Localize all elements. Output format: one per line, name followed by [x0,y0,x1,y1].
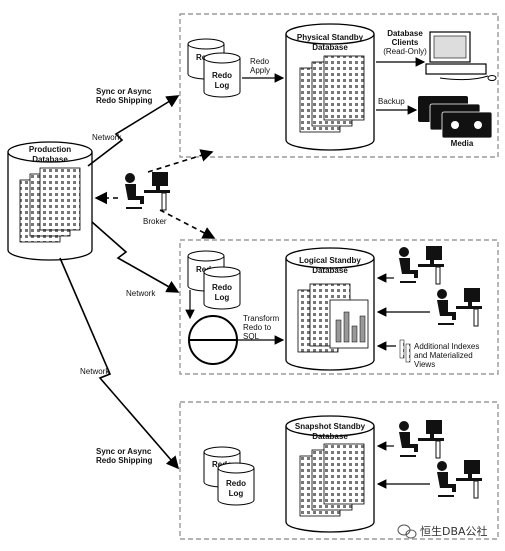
user-workstation-icon [437,460,482,499]
snapshot-standby-database: Snapshot Standby Database [285,415,375,533]
backup-label: Backup [378,97,405,106]
snapshot-title-2: Database [312,432,348,441]
user-workstation-icon [399,246,444,285]
transform-label-2: Redo to [243,323,272,332]
network-label-bottom: Network [80,367,110,376]
indexes-label-1: Additional Indexes [414,342,479,351]
physical-title-1: Physical Standby [297,33,364,42]
indexes-label-2: and Materialized [414,351,473,360]
shipping-label-top-2: Redo Shipping [96,96,153,105]
transform-label-1: Transform [243,314,279,323]
logical-redo-log: Redo Log [203,266,241,310]
network-label-top: Network [92,133,122,142]
production-label-2: Database [32,155,68,164]
network-label-middle: Network [126,289,156,298]
redo-apply-label-1: Redo [250,57,270,66]
user-workstation-icon [437,288,482,327]
snapshot-redo-label-1: Redo [226,479,246,488]
wechat-icon [397,524,417,539]
physical-standby-database: Physical Standby Database [285,23,375,151]
broker-label: Broker [143,217,167,226]
logical-standby-region [179,239,499,375]
shipping-label-bottom-2: Redo Shipping [96,456,153,465]
snapshot-redo-log: Redo Log [217,462,255,506]
snapshot-redo-label-2: Log [229,489,244,498]
shipping-label-top-1: Sync or Async [96,87,152,96]
logical-title-1: Logical Standby [299,256,361,265]
logical-redo-label-2: Log [215,293,230,302]
physical-redo-log: Redo Log [203,52,241,98]
clients-label-2: Clients [392,38,419,47]
snapshot-standby-region [179,401,499,540]
physical-redo-label-2: Log [215,81,230,90]
clients-label-3: (Read-Only) [383,47,427,56]
snapshot-title-1: Snapshot Standby [295,422,366,431]
network-line-logical [91,221,180,293]
redo-apply-label-2: Apply [250,66,270,75]
transform-sql-icon [188,315,238,365]
media-label: Media [451,139,474,148]
tape-media-icon [418,96,493,139]
logical-title-2: Database [312,266,348,275]
index-icon [399,339,411,363]
physical-standby-region [179,13,499,158]
shipping-label-bottom-1: Sync or Async [96,447,152,456]
network-line-snapshot [59,257,180,470]
clients-label-1: Database [387,29,423,38]
logical-redo-label-1: Redo [212,283,232,292]
network-line-physical [87,95,180,167]
indexes-label-3: Views [414,360,435,369]
broker-workstation-icon [125,172,170,211]
physical-title-2: Database [312,43,348,52]
production-label-1: Production [29,145,71,154]
watermark-text: 恒生DBA公社 [420,524,488,538]
logical-standby-database: Logical Standby Database [285,247,375,371]
computer-icon [425,31,497,81]
physical-redo-label-1: Redo [212,71,232,80]
user-workstation-icon [399,420,444,459]
transform-label-3: SQL [243,332,260,341]
production-database: Production Database [7,141,93,261]
